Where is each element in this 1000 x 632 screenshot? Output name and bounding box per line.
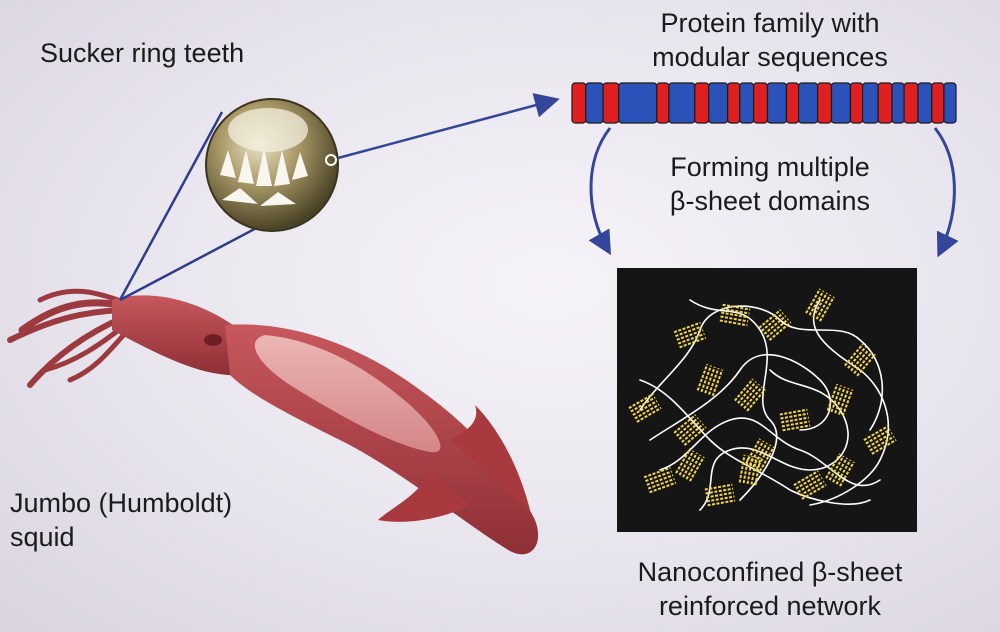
forming-domains-caption: Forming multiple β-sheet domains [630, 150, 910, 218]
beta-sheet [704, 483, 736, 507]
sequence-block-blue [797, 82, 819, 124]
sequence-block-red [785, 82, 800, 124]
sequence-block-blue [891, 82, 905, 124]
protein-family-line2: modular sequences [652, 42, 888, 72]
sequence-block-red [694, 82, 710, 124]
beta-sheet [863, 425, 897, 455]
squid-head [112, 295, 256, 376]
beta-sheet [805, 288, 835, 322]
beta-sheet [738, 454, 762, 486]
beta-sheet [734, 378, 766, 412]
sequence-block-blue [917, 82, 933, 124]
sequence-block-red [877, 82, 893, 124]
protein-family-line1: Protein family with [660, 8, 880, 38]
sequence-block-blue [830, 82, 852, 124]
squid-tentacles [7, 288, 131, 388]
sequence-block-blue [708, 82, 729, 124]
sequence-block-red [817, 82, 833, 124]
beta-sheet-domains [628, 288, 897, 507]
squid-illustration [7, 288, 539, 555]
sequence-block-red [849, 82, 864, 124]
squid-line2: squid [10, 522, 75, 552]
beta-sheet [696, 363, 724, 397]
sucker-ring-teeth-label: Sucker ring teeth [40, 38, 245, 68]
beta-sheet [826, 383, 854, 417]
squid-eye [204, 334, 222, 346]
beta-sheet [825, 453, 855, 487]
beta-sheet [673, 321, 707, 349]
squid-fin-bottom [378, 470, 470, 522]
sequence-block-blue [739, 82, 755, 124]
sequence-block-red [656, 82, 670, 124]
left-curved-arrow [588, 127, 612, 256]
beta-sheet [719, 303, 751, 327]
right-curved-arrow [933, 127, 959, 258]
beta-sheet [844, 343, 876, 377]
protein-family-title: Protein family with modular sequences [595, 6, 945, 74]
beta-sheet [673, 414, 707, 446]
beta-sheet [675, 448, 705, 482]
lens-to-sequence-arrow [337, 93, 560, 160]
sequence-block-blue [668, 82, 696, 124]
network-caption: Nanoconfined β-sheet reinforced network [590, 555, 950, 623]
sequence-block-red [571, 82, 587, 124]
protein-sequence-bar [571, 82, 957, 124]
beta-sheet [628, 393, 662, 423]
network-line1: Nanoconfined β-sheet [637, 557, 903, 587]
beta-sheet [643, 466, 677, 494]
forming-line2: β-sheet domains [669, 186, 871, 216]
squid-fin-top [450, 405, 530, 510]
beta-sheet [758, 309, 792, 341]
squid-mantle-highlight [254, 335, 441, 453]
network-line2: reinforced network [658, 591, 882, 621]
sequence-block-blue [618, 82, 658, 124]
sequence-block-red [903, 82, 919, 124]
sequence-block-red [602, 82, 620, 124]
squid-label: Jumbo (Humboldt) squid [10, 486, 232, 554]
sequence-block-blue [943, 82, 957, 124]
sequence-block-red [727, 82, 741, 124]
sequence-block-blue [585, 82, 604, 124]
sequence-block-red [931, 82, 945, 124]
sequence-block-blue [861, 82, 879, 124]
sequence-block-blue [766, 82, 788, 124]
sucker-teeth [220, 148, 308, 206]
forming-line1: Forming multiple [670, 152, 870, 182]
beta-sheet [779, 408, 811, 432]
sequence-block-red [753, 82, 769, 124]
squid-line1: Jumbo (Humboldt) [10, 488, 233, 518]
beta-sheet-network-panel [617, 268, 917, 532]
sucker-ring-lens [205, 98, 339, 232]
beta-sheet [793, 470, 827, 500]
